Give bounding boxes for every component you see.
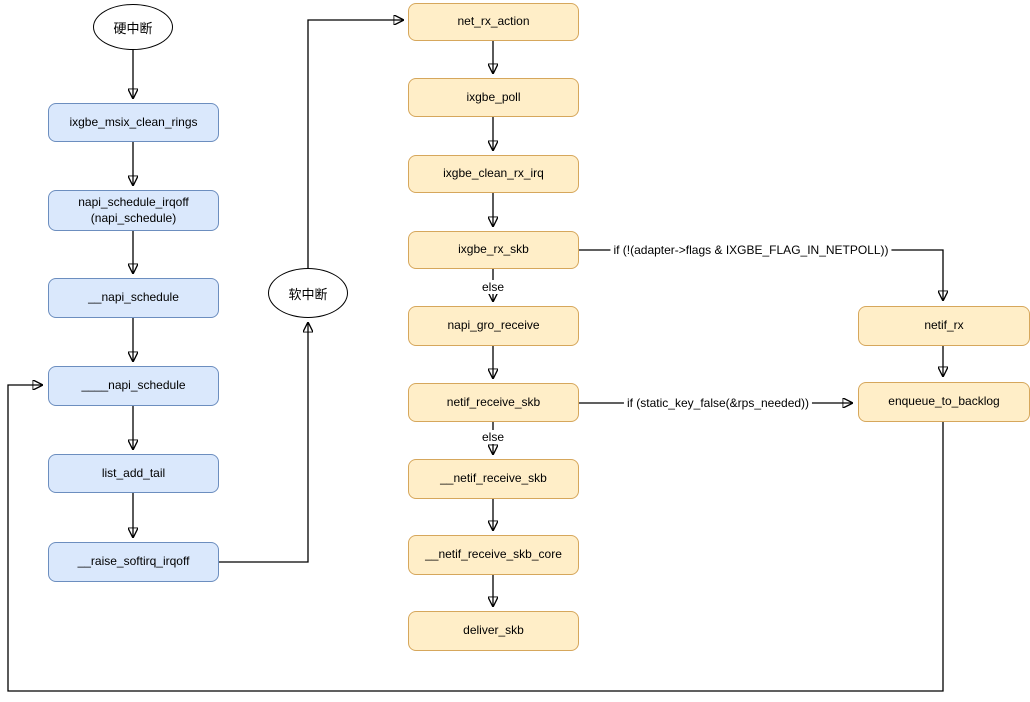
node-raise-softirq-irqoff: __raise_softirq_irqoff xyxy=(48,542,219,582)
node-sublabel: (napi_schedule) xyxy=(90,210,177,225)
node-label: ixgbe_rx_skb xyxy=(458,242,529,257)
node-label: netif_receive_skb xyxy=(446,394,541,409)
node-label: ixgbe_msix_clean_rings xyxy=(69,114,198,129)
node-label: netif_rx xyxy=(924,318,964,333)
node-netif-receive-skb: netif_receive_skb xyxy=(408,383,579,422)
node-soft-irq: 软中断 xyxy=(268,268,348,318)
edge-softirq-to-netrxaction xyxy=(307,20,403,268)
node-label: ixgbe_poll xyxy=(466,89,521,104)
node-ixgbe-rx-skb: ixgbe_rx_skb xyxy=(408,231,579,269)
node-enqueue-to-backlog: enqueue_to_backlog xyxy=(858,382,1030,422)
node-hard-irq: 硬中断 xyxy=(93,4,173,50)
node-label: ____napi_schedule xyxy=(81,378,186,393)
node-label: __netif_receive_skb_core xyxy=(425,547,562,562)
node-napi-schedule-irqoff: napi_schedule_irqoff (napi_schedule) xyxy=(48,190,219,231)
edge-label-netpoll-condition: if (!(adapter->flags & IXGBE_FLAG_IN_NET… xyxy=(610,243,892,257)
node-napi-schedule-4: ____napi_schedule xyxy=(48,366,219,406)
node-list-add-tail: list_add_tail xyxy=(48,454,219,493)
node-label: napi_schedule_irqoff xyxy=(78,194,189,209)
edge-label-else-netif: else xyxy=(478,430,508,444)
node-soft-irq-label: 软中断 xyxy=(288,286,328,302)
node-label: enqueue_to_backlog xyxy=(888,394,1000,409)
node-deliver-skb: deliver_skb xyxy=(408,611,579,651)
node-netif-rx: netif_rx xyxy=(858,306,1030,346)
node-label: __napi_schedule xyxy=(88,290,179,305)
node-ixgbe-poll: ixgbe_poll xyxy=(408,78,579,117)
edge-raisesoftirq-to-softirq xyxy=(219,323,308,563)
node-label: ixgbe_clean_rx_irq xyxy=(443,166,544,181)
node-label: napi_gro_receive xyxy=(447,318,540,333)
node-net-rx-action: net_rx_action xyxy=(408,3,579,41)
node-ixgbe-msix-clean-rings: ixgbe_msix_clean_rings xyxy=(48,103,219,142)
edge-label-rps-condition: if (static_key_false(&rps_needed)) xyxy=(623,396,813,410)
node-napi-gro-receive: napi_gro_receive xyxy=(408,306,579,346)
node-ixgbe-clean-rx-irq: ixgbe_clean_rx_irq xyxy=(408,155,579,193)
node-label: __raise_softirq_irqoff xyxy=(77,554,190,569)
node-label: __netif_receive_skb xyxy=(440,471,547,486)
node-napi-schedule-2: __napi_schedule xyxy=(48,278,219,318)
node-netif-receive-skb-2: __netif_receive_skb xyxy=(408,459,579,499)
edge-label-else-gro: else xyxy=(478,280,508,294)
node-hard-irq-label: 硬中断 xyxy=(113,20,153,36)
node-label: deliver_skb xyxy=(463,623,524,638)
node-label: list_add_tail xyxy=(101,465,166,480)
node-label: net_rx_action xyxy=(457,14,530,29)
edge-rxskb-netpoll-to-netifrx xyxy=(579,249,943,300)
node-netif-receive-skb-core: __netif_receive_skb_core xyxy=(408,535,579,575)
